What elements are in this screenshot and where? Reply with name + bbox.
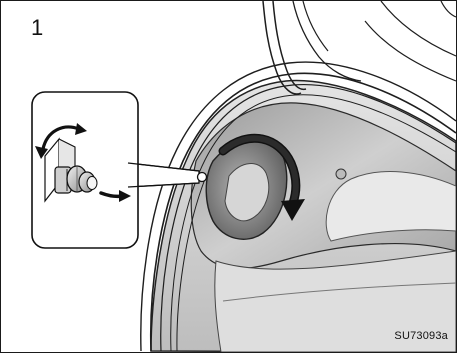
trunk-interior xyxy=(151,81,456,352)
figure-code: SU73093a xyxy=(394,331,448,342)
step-number: 1 xyxy=(31,17,43,39)
trunk-hinge xyxy=(263,1,456,94)
